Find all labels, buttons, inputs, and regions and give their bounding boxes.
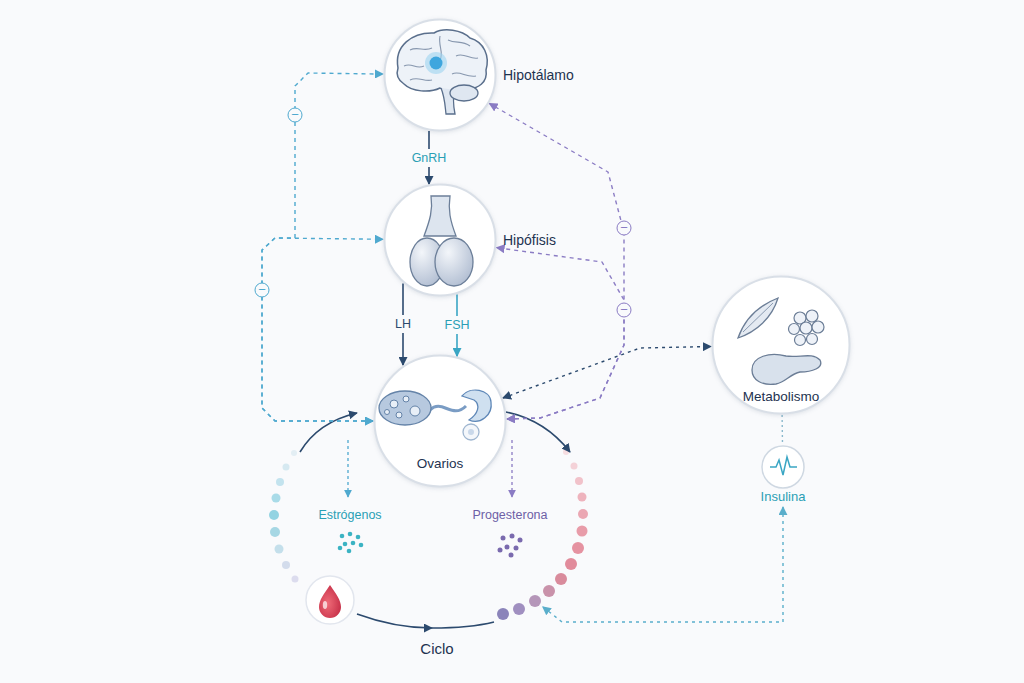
node-label: Hipotálamo: [503, 67, 574, 83]
cycle-dot: [283, 464, 290, 471]
cycle-dot: [543, 585, 555, 597]
cycle-arrow: [506, 412, 570, 452]
blood-drop: [319, 585, 341, 618]
cycle-dot: [270, 527, 280, 537]
hormone-leader: [347, 440, 348, 497]
node-label: Insulina: [732, 489, 834, 504]
inhibition-sign: −: [288, 108, 303, 123]
connector: [497, 248, 625, 419]
node-outline: [383, 18, 497, 132]
connector: [781, 415, 783, 445]
inhibition-sign: −: [617, 221, 632, 236]
cycle-arrow: [357, 614, 432, 628]
connector: [262, 238, 383, 421]
edge-label: FSH: [442, 316, 473, 334]
insulin-badge: [762, 446, 804, 488]
cycle-dot: [563, 449, 569, 455]
drop-highlight: [323, 601, 327, 609]
pulse-icon: [770, 457, 797, 475]
connector: [543, 507, 783, 622]
cycle-dot: [578, 493, 587, 502]
cycle-dot: [276, 478, 284, 486]
hormone-label: Estrógenos: [318, 508, 381, 522]
cycle-dot: [275, 545, 284, 554]
drop-badge: [306, 576, 354, 624]
cycle-dot: [291, 450, 297, 456]
cycle-dot: [513, 603, 525, 615]
cycle-dot: [272, 494, 281, 503]
node-outline: [383, 183, 497, 297]
connector: [503, 347, 711, 399]
node-label: Ciclo: [267, 640, 607, 657]
cycle-dot: [269, 510, 279, 520]
cycle-arrow: [300, 413, 357, 452]
organ-circle: Hipotálamo: [383, 18, 497, 132]
node-circle: [385, 185, 496, 296]
cycle-dot: [529, 595, 541, 607]
hormone-label: Progesterona: [472, 508, 547, 522]
cycle-dot: [578, 509, 588, 519]
node-circle: [385, 20, 496, 131]
connector: [262, 73, 383, 421]
cycle-dot: [575, 477, 583, 485]
cycle-dot: [571, 463, 578, 470]
cycle-dot: [565, 558, 577, 570]
organ-circle: Hipófisis: [383, 183, 497, 297]
edge-label: LH: [392, 315, 414, 333]
cycle-dot: [282, 561, 290, 569]
connector: [489, 104, 624, 420]
cycle-arrow: [432, 622, 494, 628]
node-label: Hipófisis: [503, 232, 556, 248]
cycle-dot: [577, 526, 588, 537]
inhibition-sign: −: [255, 283, 270, 298]
estrogen-dots: [338, 532, 364, 554]
cycle-dot: [555, 573, 567, 585]
edge-label: GnRH: [409, 149, 450, 167]
organ-circle: Ovarios: [373, 354, 507, 488]
node-label: Metabolismo: [711, 389, 851, 404]
inhibition-sign: −: [617, 303, 632, 318]
insulin-node: Insulina: [752, 445, 814, 507]
node-label: Ovarios: [373, 456, 507, 471]
progesterone-dots: [498, 534, 523, 558]
cycle-dot: [497, 608, 509, 620]
metabolism-circle: Metabolismo: [711, 275, 851, 415]
cycle-dot: [292, 576, 299, 583]
hormone-leader: [511, 440, 512, 497]
cycle-dot: [572, 542, 584, 554]
